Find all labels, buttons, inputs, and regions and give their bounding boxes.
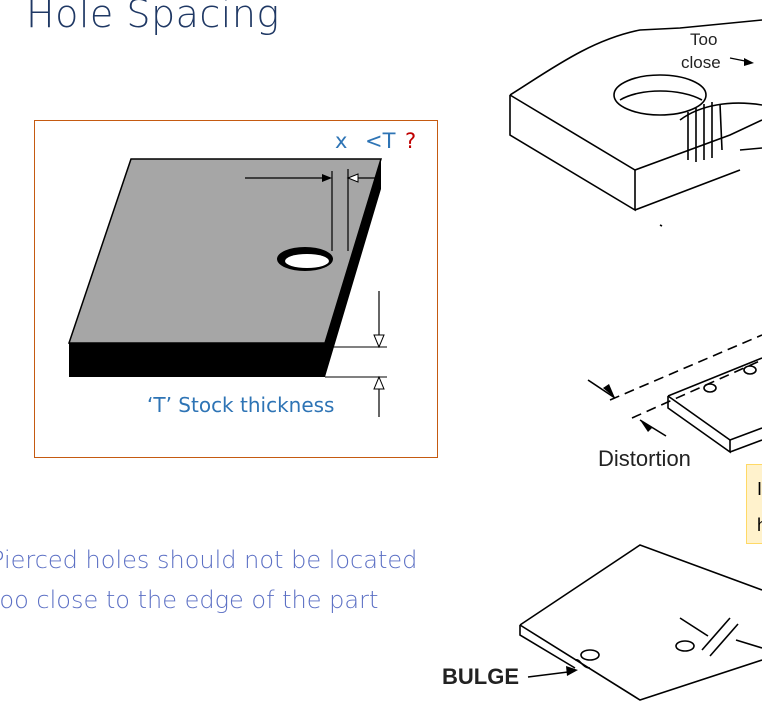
plate-top-face (67, 158, 383, 344)
bullet-line-2: too close to the edge of the part (0, 586, 379, 614)
x-dimension-label: x (335, 129, 348, 153)
bullet-text: Pierced holes should not be located too … (0, 540, 417, 620)
distortion-drawing (587, 334, 762, 454)
distortion-label: Distortion (598, 446, 691, 471)
less-than-t-label: <T (365, 129, 396, 153)
note-line-1: I (757, 479, 762, 499)
note-line-2: h (757, 515, 762, 536)
bulge-label: BULGE (442, 664, 519, 689)
stock-thickness-label: ‘T’ Stock thickness (147, 393, 335, 417)
note-callout: I h (746, 464, 762, 544)
too-close-label-line2: close (681, 53, 721, 72)
bulge-drawing (519, 544, 762, 701)
pierced-hole-inner (285, 254, 329, 268)
plate-diagram (67, 158, 387, 417)
too-close-drawing (509, 19, 762, 227)
right-line-drawings (509, 19, 762, 701)
slide-title: Hole Spacing (26, 0, 280, 36)
stock-thickness-figure: x <T ? ‘T’ Stock thickness (34, 120, 438, 458)
question-mark-label: ? (405, 129, 417, 153)
too-close-label-line1: Too (690, 30, 718, 49)
plate-thickness-face (69, 159, 381, 377)
bullet-line-1: Pierced holes should not be located (0, 546, 418, 574)
